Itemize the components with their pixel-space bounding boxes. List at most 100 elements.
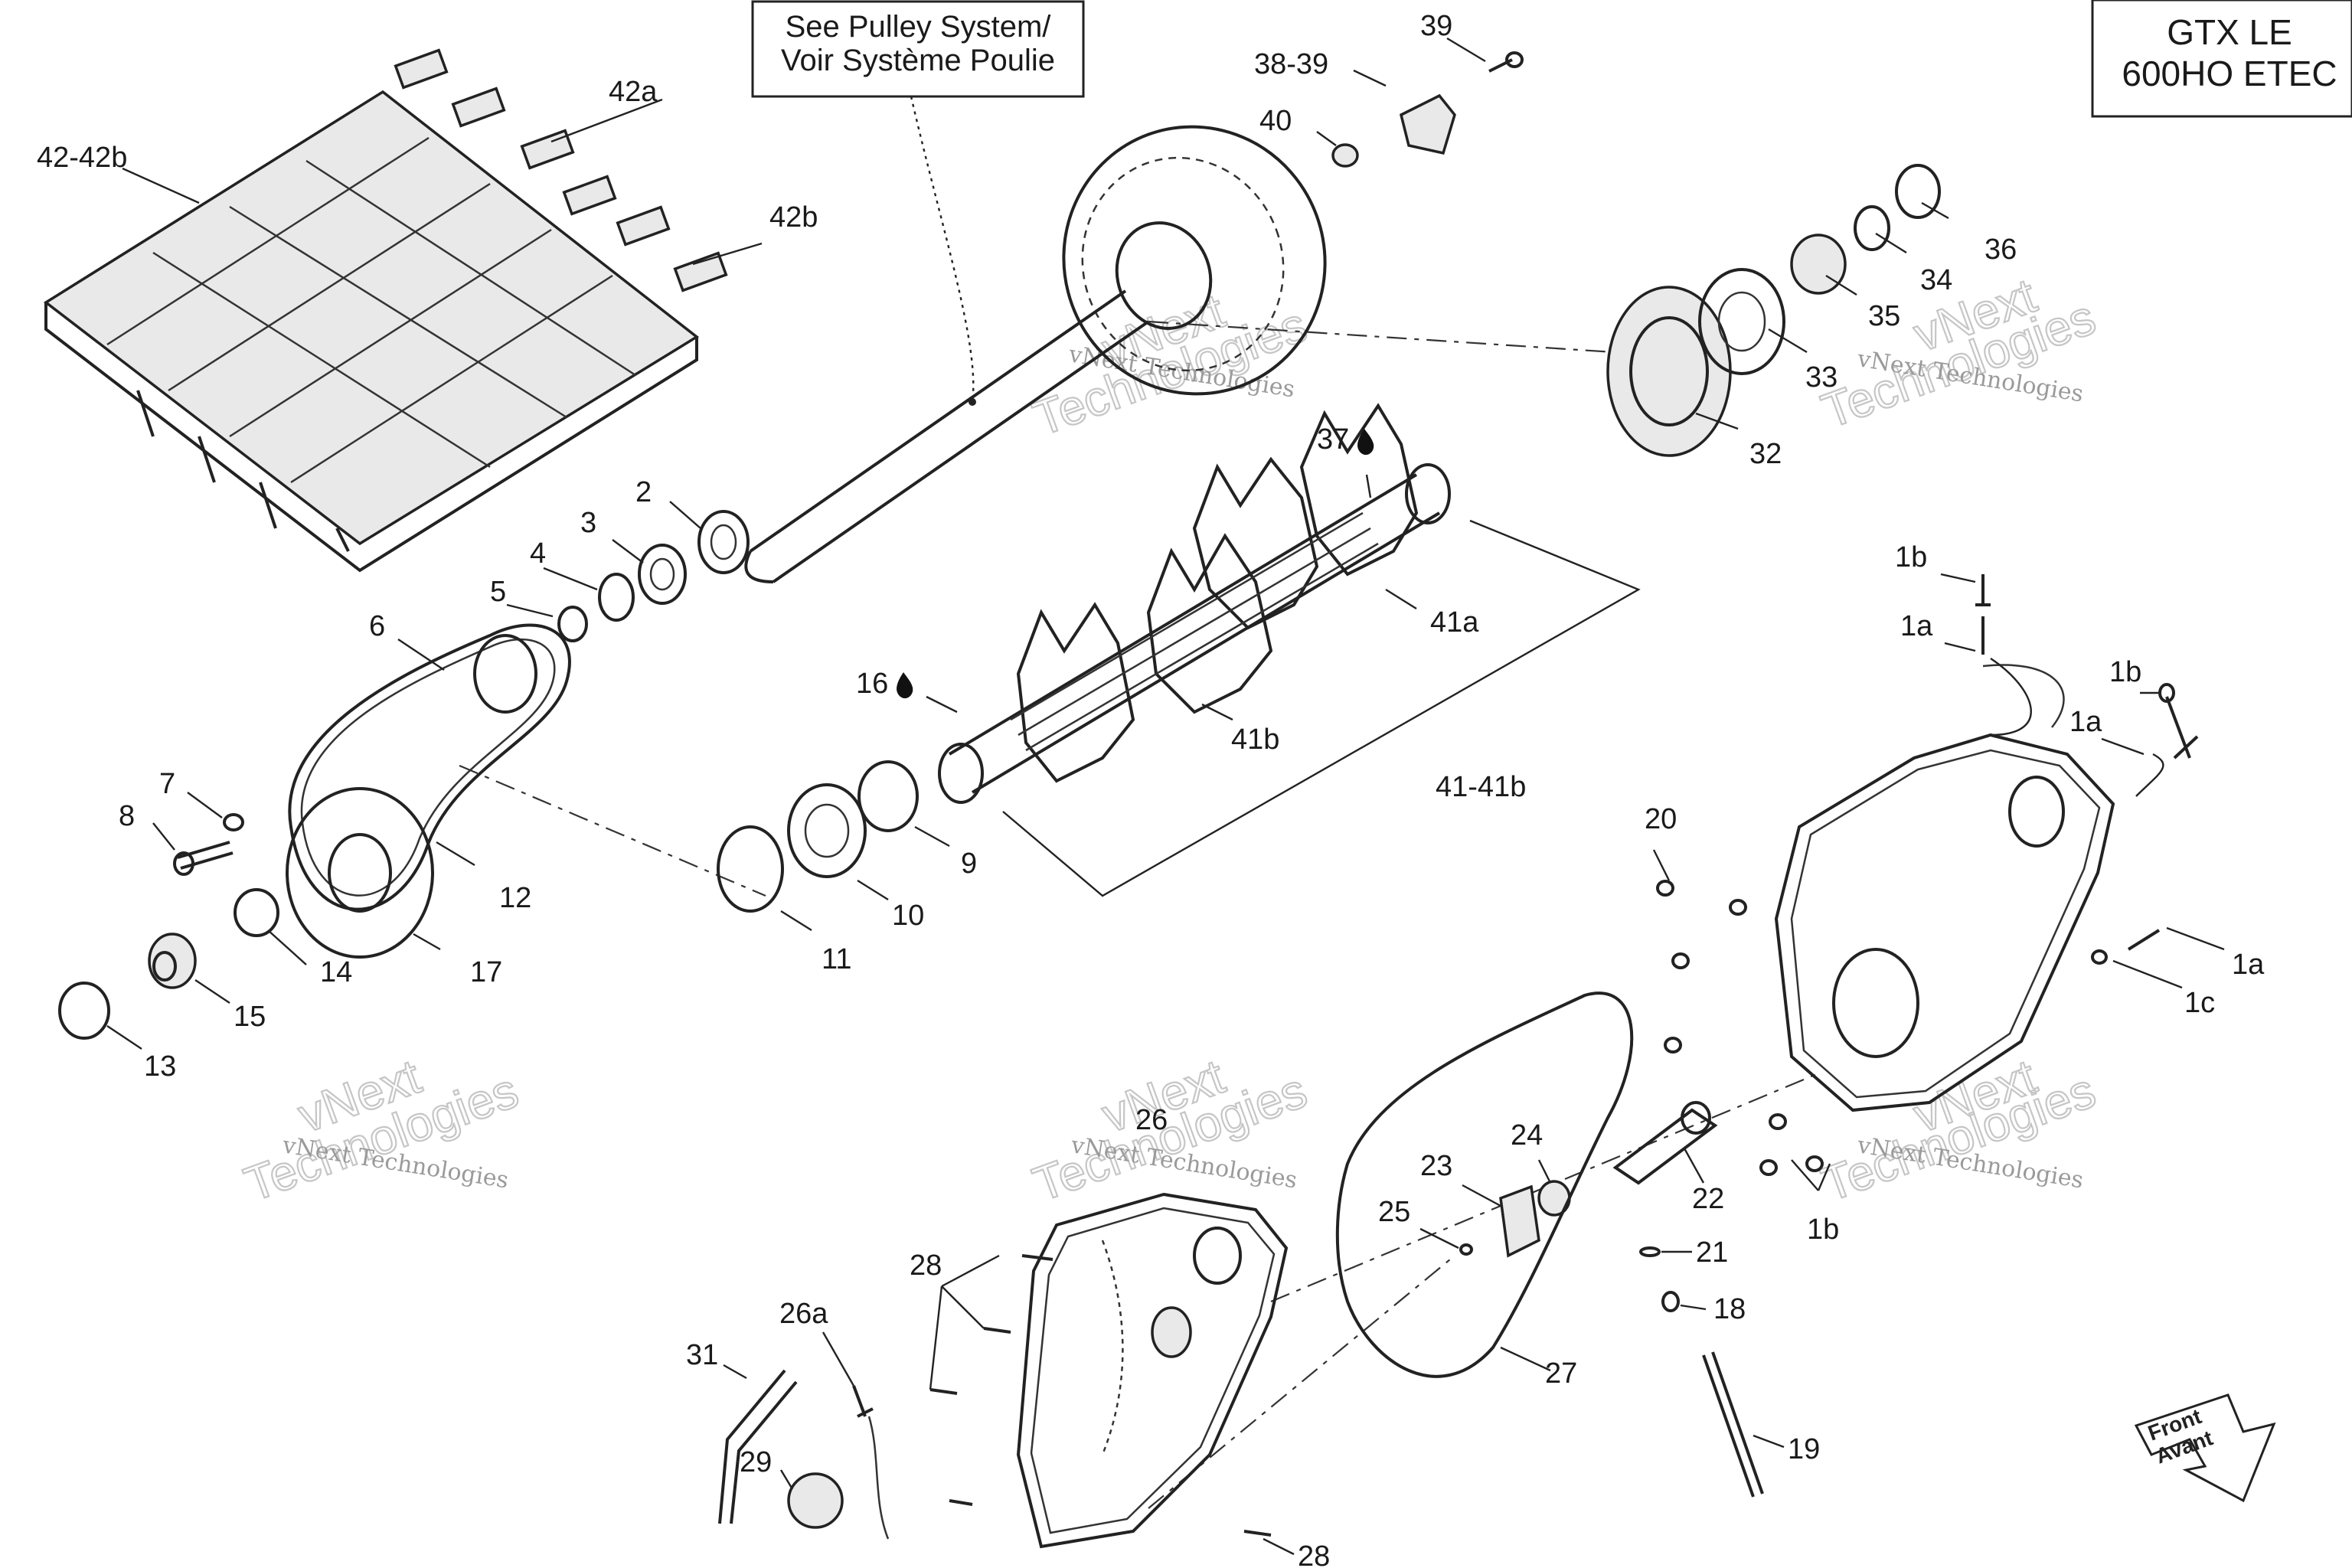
bearing-33 bbox=[1698, 268, 1785, 375]
label-24: 24 bbox=[1511, 1119, 1543, 1152]
label-9: 9 bbox=[961, 848, 977, 880]
label-1a-mid: 1a bbox=[2232, 949, 2265, 981]
o-ring-34 bbox=[1854, 205, 1890, 251]
washer-25 bbox=[1459, 1243, 1473, 1256]
label-17: 17 bbox=[470, 956, 502, 988]
label-1a-top: 1a bbox=[1900, 610, 1933, 642]
label-28-top: 28 bbox=[910, 1250, 942, 1282]
oil-drop-icon bbox=[1357, 429, 1374, 456]
label-14: 14 bbox=[320, 956, 352, 988]
label-16: 16 bbox=[856, 668, 888, 700]
label-10: 10 bbox=[892, 900, 924, 932]
leader-lines bbox=[106, 37, 2225, 1556]
circlip-11 bbox=[717, 825, 784, 913]
cap-29 bbox=[787, 1472, 844, 1529]
label-29: 29 bbox=[740, 1446, 772, 1478]
label-25: 25 bbox=[1378, 1196, 1410, 1228]
label-22: 22 bbox=[1692, 1183, 1724, 1215]
label-19: 19 bbox=[1788, 1433, 1820, 1465]
spacer-18 bbox=[1661, 1291, 1680, 1312]
label-1a-right: 1a bbox=[2069, 706, 2102, 738]
model-line-2: 600HO ETEC bbox=[2122, 54, 2337, 93]
label-34: 34 bbox=[1920, 264, 1952, 296]
label-21: 21 bbox=[1696, 1236, 1728, 1269]
hub-35 bbox=[1790, 234, 1847, 295]
label-11: 11 bbox=[822, 943, 851, 975]
axis-line bbox=[459, 764, 766, 897]
callout-line-1: See Pulley System/ bbox=[786, 10, 1052, 44]
label-8: 8 bbox=[119, 800, 135, 832]
tensioner-arm-22 bbox=[1612, 1108, 1718, 1185]
label-40: 40 bbox=[1259, 105, 1292, 137]
label-1b-top: 1b bbox=[1895, 541, 1927, 573]
bearing-10 bbox=[787, 783, 867, 878]
label-1c: 1c bbox=[2184, 987, 2215, 1019]
label-1b-right: 1b bbox=[2109, 656, 2141, 688]
label-2: 2 bbox=[635, 476, 652, 508]
label-18: 18 bbox=[1713, 1293, 1746, 1325]
label-42a: 42a bbox=[609, 76, 658, 108]
label-33: 33 bbox=[1805, 361, 1838, 394]
label-37: 37 bbox=[1317, 423, 1349, 456]
bolt-1b-top bbox=[1975, 574, 1991, 606]
track-segment bbox=[43, 48, 728, 573]
circlip-36 bbox=[1895, 164, 1941, 219]
axis-line bbox=[1148, 1255, 1455, 1509]
label-13: 13 bbox=[144, 1050, 176, 1083]
sprocket-41a bbox=[1192, 456, 1319, 630]
oil-drop-icon bbox=[897, 672, 913, 699]
bolt-washer-7-8 bbox=[173, 813, 244, 876]
front-arrow: Front Avant bbox=[2134, 1393, 2276, 1503]
sprocket-41b bbox=[1146, 533, 1273, 714]
label-41-41b: 41-41b bbox=[1436, 771, 1526, 803]
drive-axle bbox=[938, 403, 1641, 897]
label-7: 7 bbox=[159, 768, 175, 800]
callout-line-2: Voir Système Poulie bbox=[781, 44, 1055, 77]
label-28-bottom: 28 bbox=[1298, 1540, 1330, 1568]
track-clip bbox=[394, 48, 728, 292]
label-26: 26 bbox=[1135, 1104, 1168, 1136]
bearing-housing-32 bbox=[1606, 286, 1732, 457]
label-20: 20 bbox=[1645, 803, 1677, 835]
label-12: 12 bbox=[499, 882, 531, 914]
label-42-42b: 42-42b bbox=[37, 142, 127, 174]
snap-ring-4 bbox=[598, 573, 635, 622]
label-5: 5 bbox=[490, 576, 506, 608]
o-ring-14 bbox=[234, 888, 279, 937]
hose-31 bbox=[718, 1369, 798, 1524]
label-38-39: 38-39 bbox=[1254, 48, 1328, 80]
fasteners-housing bbox=[1656, 574, 2199, 1176]
bearing-set-upper bbox=[557, 510, 750, 642]
label-23: 23 bbox=[1420, 1150, 1452, 1182]
label-31: 31 bbox=[686, 1339, 718, 1371]
label-3: 3 bbox=[580, 507, 596, 539]
label-15: 15 bbox=[234, 1001, 266, 1033]
label-41a: 41a bbox=[1430, 606, 1479, 639]
gasket-27 bbox=[1335, 991, 1634, 1378]
part-labels: 39 38-39 40 42a 42-42b 42b 36 34 35 33 3… bbox=[37, 10, 2265, 1568]
bearing-15 bbox=[148, 933, 197, 989]
label-6: 6 bbox=[369, 610, 385, 642]
label-26a: 26a bbox=[779, 1298, 828, 1330]
bearing-2 bbox=[697, 510, 750, 574]
model-box: GTX LE 600HO ETEC bbox=[2091, 0, 2352, 118]
pulley-system-callout: See Pulley System/ Voir Système Poulie bbox=[751, 0, 1085, 406]
sprocket-41b-2 bbox=[1016, 602, 1135, 783]
spacer-5 bbox=[557, 606, 588, 642]
bearing-3 bbox=[638, 544, 687, 605]
label-35: 35 bbox=[1868, 300, 1900, 332]
chain-sprocket-assembly bbox=[286, 623, 571, 959]
label-27: 27 bbox=[1545, 1357, 1577, 1390]
chaincase-cover bbox=[1016, 1192, 1289, 1549]
sprocket-12 bbox=[286, 787, 434, 959]
small-parts-13-15 bbox=[58, 888, 279, 1040]
bolts-28 bbox=[929, 1254, 1272, 1537]
label-41b: 41b bbox=[1231, 724, 1279, 756]
circlip-13 bbox=[58, 982, 110, 1040]
sensor-harness-26a bbox=[852, 1385, 890, 1540]
bracket-38-39 bbox=[1331, 51, 1524, 168]
seal-9 bbox=[858, 760, 919, 832]
washer-21 bbox=[1639, 1246, 1661, 1257]
label-39: 39 bbox=[1420, 10, 1452, 42]
